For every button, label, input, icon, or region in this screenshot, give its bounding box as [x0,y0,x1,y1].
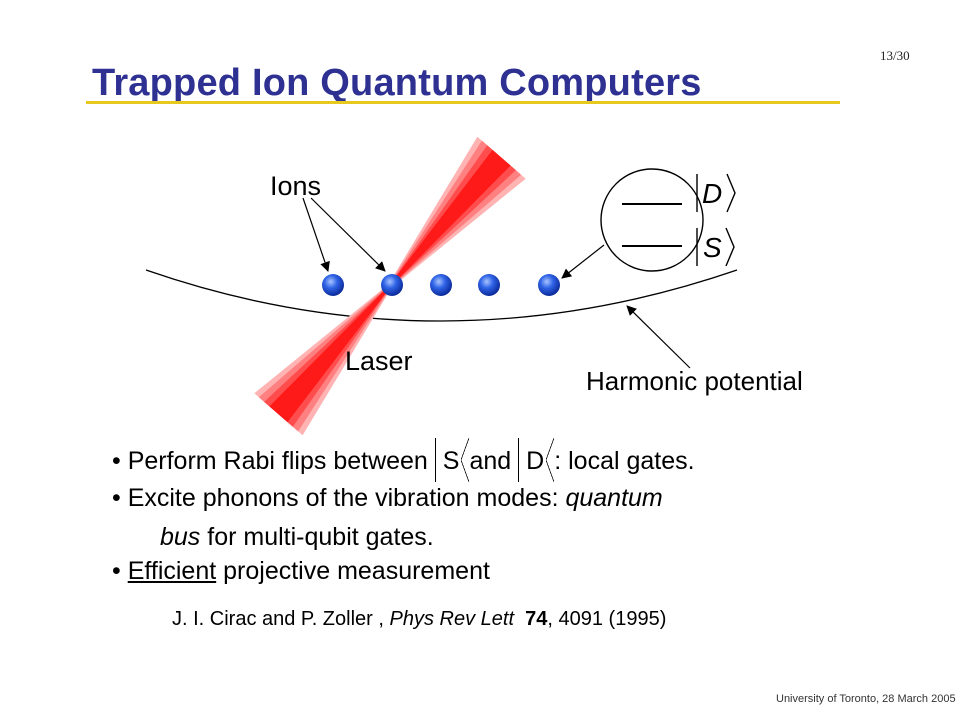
bullet-phonons-continued: bus for multi-qubit gates. [160,518,434,556]
bullet-dot: • [112,447,128,475]
bullet-text: Perform Rabi flips between [127,447,428,475]
bullet-text: : local gates. [554,447,695,475]
laser-label: Laser [345,346,413,376]
ket-d [696,173,736,213]
ket-s-symbol: S [703,232,722,263]
bullet-text: and [469,447,512,475]
citation-volume: 74 [525,608,548,630]
harmonic-potential-curve [145,269,738,322]
slide-title: Trapped Ion Quantum Computers [92,62,702,104]
bullet-measurement: • Efficient projective measurement [112,552,490,590]
potential-arrow [626,305,691,369]
bullet-dot: • [112,484,128,512]
citation-journal: Phys Rev Lett [389,608,515,630]
bullet-emphasis: quantum [565,484,663,512]
ket-d-inline: D [518,438,555,482]
citation-authors: J. I. Cirac and P. Zoller , [172,608,390,630]
level-pointer-arrow [561,244,605,279]
ion-5 [538,274,560,296]
citation-rest: , 4091 (1995) [547,608,667,630]
harmonic-potential-label: Harmonic potential [586,366,803,396]
energy-level-circle [600,168,704,272]
ions-label: Ions [270,171,322,201]
title-underline [86,101,840,104]
bullet-text: for multi-qubit gates. [200,523,434,551]
ket-s-inline: S [434,438,470,482]
ket-s [696,227,735,267]
citation: J. I. Cirac and P. Zoller , Phys Rev Let… [172,608,666,631]
bullet-text: projective measurement [216,557,490,585]
ions-arrow-2 [310,197,386,272]
page-number: 13/30 [880,48,910,63]
ion-2 [381,274,403,296]
ion-4 [478,274,500,296]
bullet-dot: • [112,557,128,585]
ket-d-symbol: D [702,178,722,209]
ions-arrow-1 [302,197,330,272]
bullet-underlined: Efficient [127,557,217,585]
ion-1 [322,274,344,296]
ion-3 [430,274,452,296]
bullet-emphasis: bus [160,523,201,551]
bullet-text: Excite phonons of the vibration modes: [127,484,566,512]
bullet-phonons: • Excite phonons of the vibration modes:… [112,479,663,517]
footer: University of Toronto, 28 March 2005 [776,693,956,705]
